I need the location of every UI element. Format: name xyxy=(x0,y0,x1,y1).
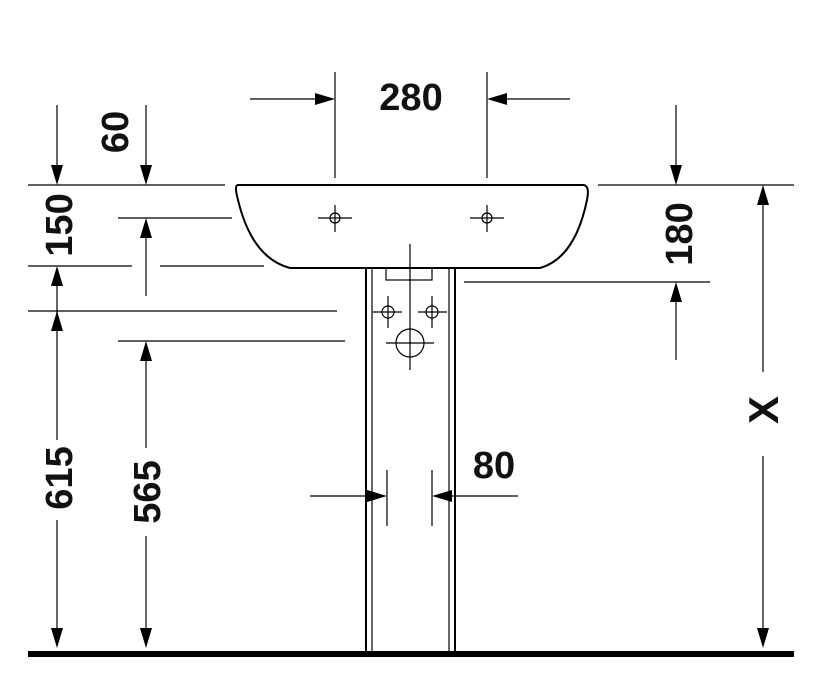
tap-hole-right xyxy=(470,205,504,232)
dimension-80: 80 xyxy=(310,445,518,502)
floor-line xyxy=(28,651,794,657)
dimension-280: 280 xyxy=(250,77,570,119)
pedestal xyxy=(365,244,456,651)
dimension-565-label: 565 xyxy=(127,460,169,523)
dimension-150-label: 150 xyxy=(39,193,81,256)
tap-hole-left xyxy=(318,205,352,232)
dimension-180: 180 xyxy=(659,105,701,360)
dimension-565: 565 xyxy=(127,341,169,648)
dimension-x-label: X xyxy=(740,396,787,424)
basin-outline xyxy=(235,184,589,269)
dimension-x: X xyxy=(740,185,787,648)
dimension-60-label: 60 xyxy=(95,111,137,153)
reference-lines xyxy=(28,72,794,342)
dimension-80-label: 80 xyxy=(473,445,515,487)
dimension-60: 60 xyxy=(51,105,152,185)
dimension-615: 615 xyxy=(39,266,81,648)
dimension-150: 150 xyxy=(39,193,152,296)
dimension-615-label: 615 xyxy=(39,446,81,509)
dimension-280-label: 280 xyxy=(379,77,442,119)
dimension-180-label: 180 xyxy=(659,202,701,265)
